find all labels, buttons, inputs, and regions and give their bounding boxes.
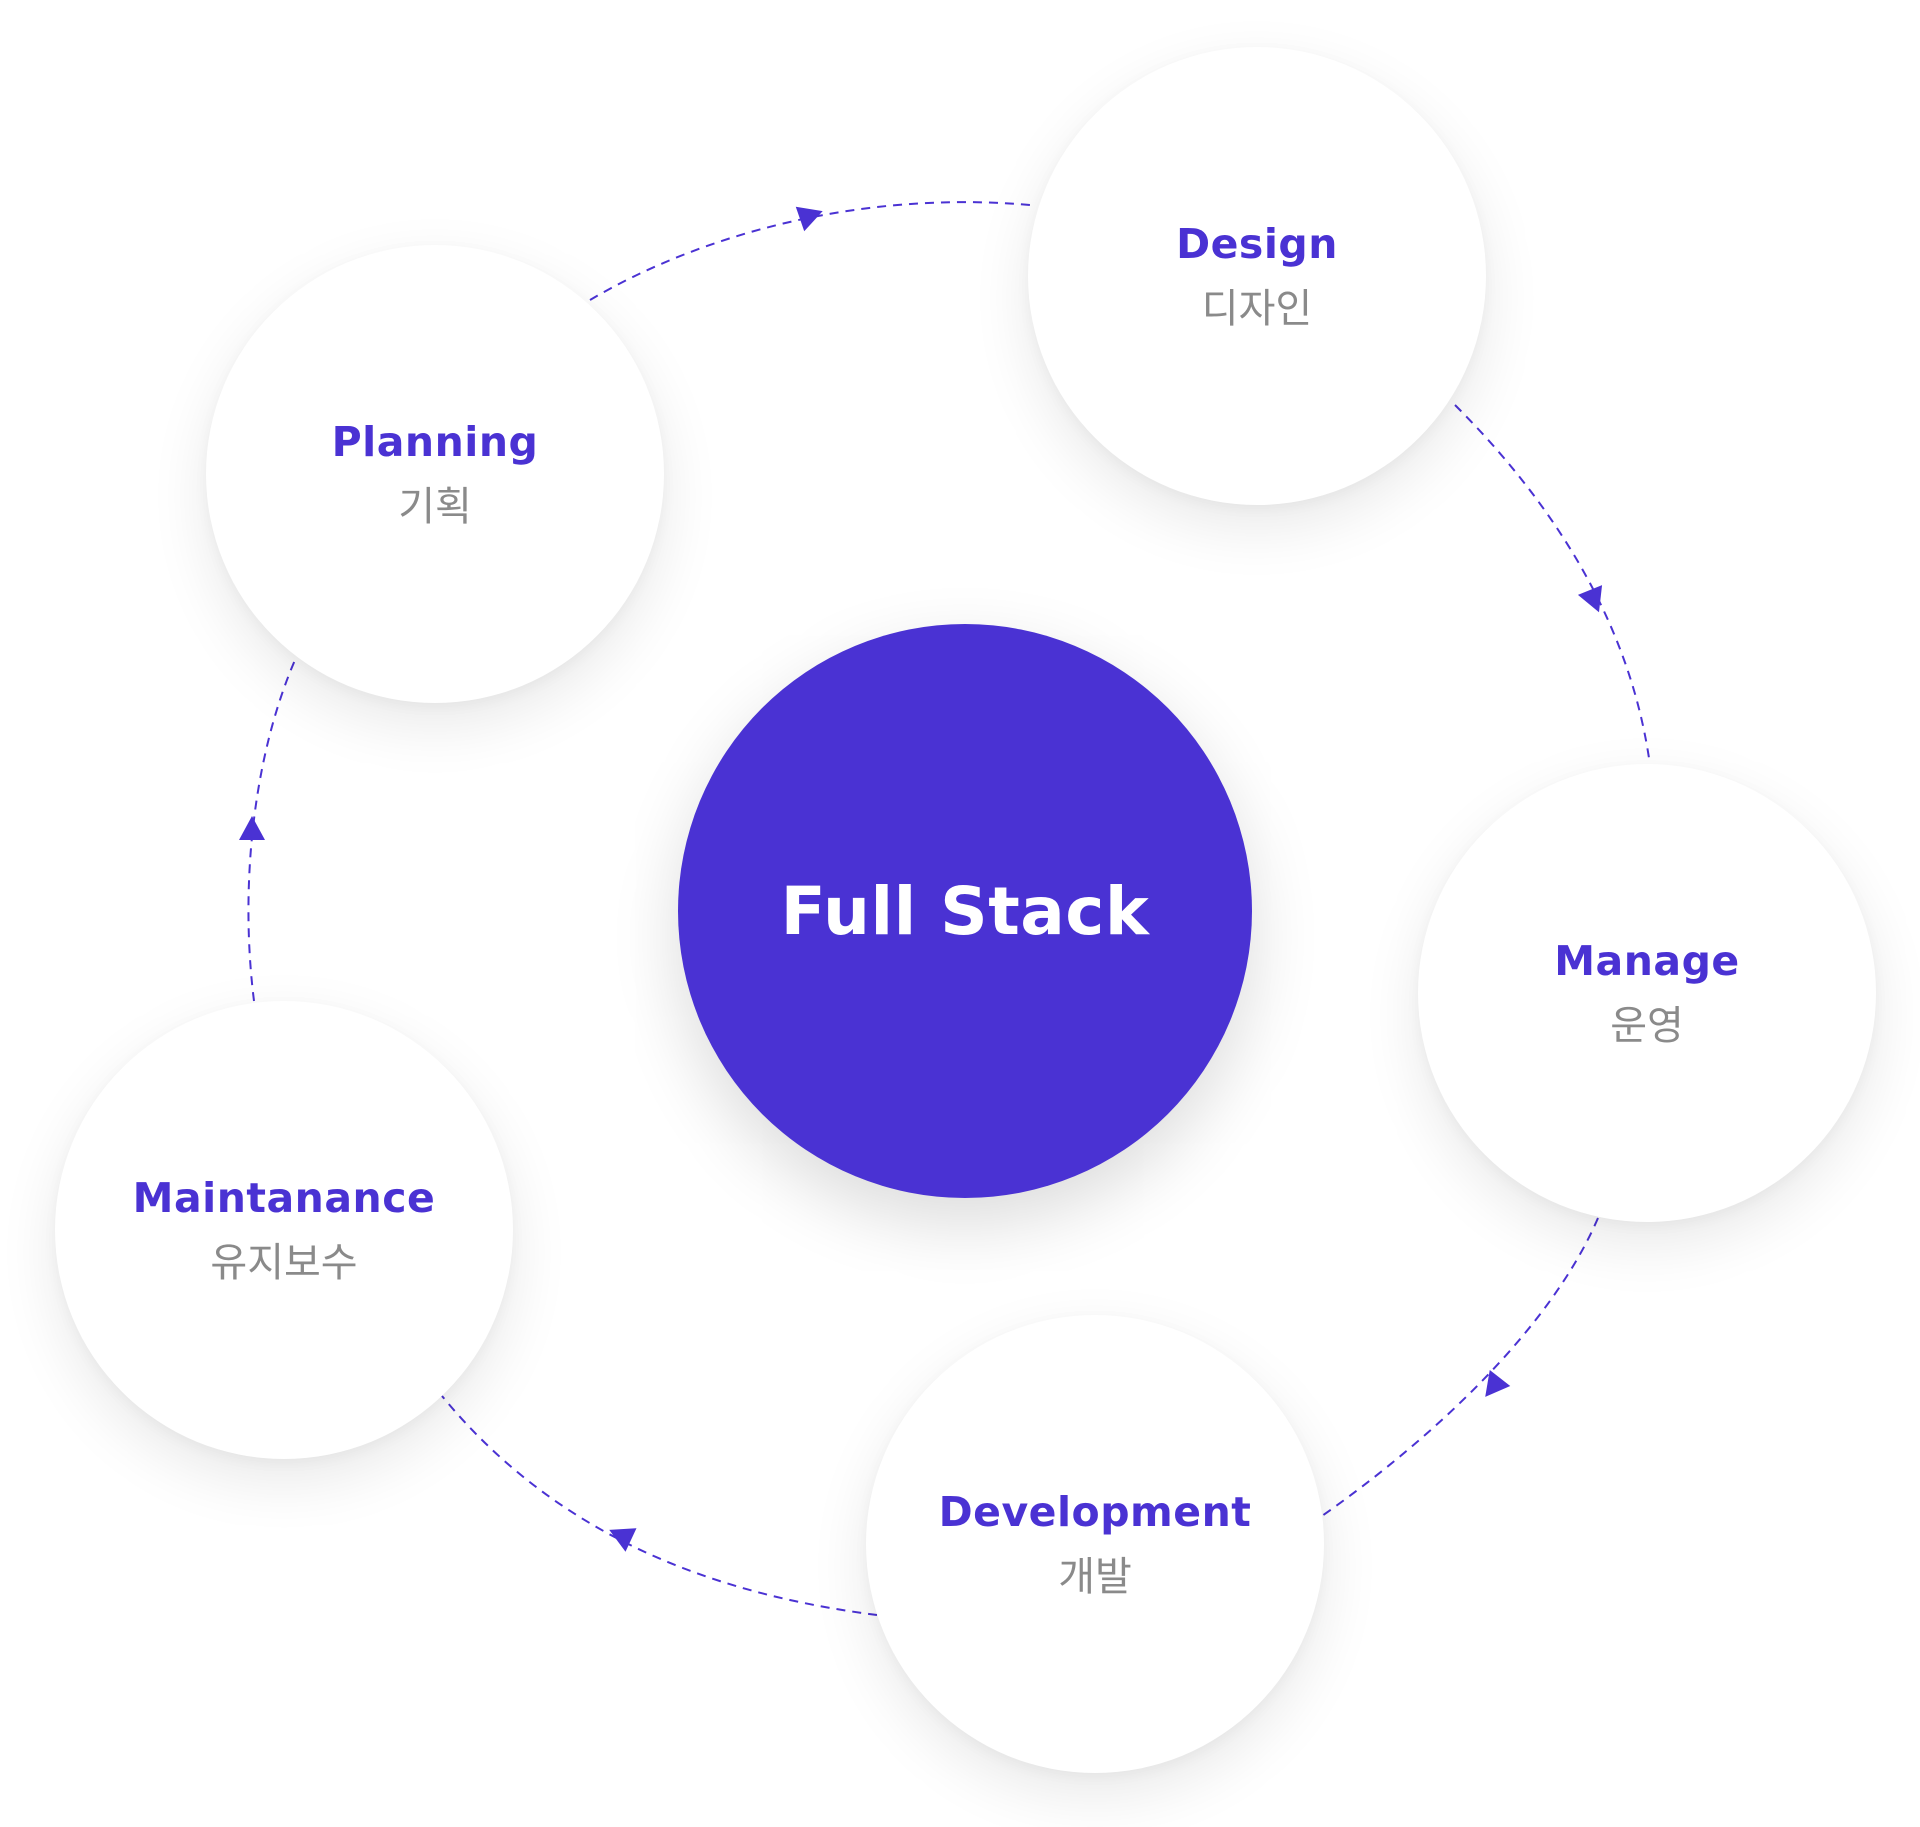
node-title: Manage [1554,936,1740,985]
center-hub: Full Stack [678,624,1252,1198]
triangle-arrow-icon [1485,1369,1511,1397]
triangle-arrow-icon [1577,585,1603,613]
node-design: Design 디자인 [1028,47,1486,505]
center-title: Full Stack [780,872,1150,950]
node-title: Maintanance [132,1173,436,1222]
node-subtitle: 개발 [1058,1553,1132,1600]
node-subtitle: 유지보수 [210,1239,358,1286]
connector-planning-to-design [589,201,1031,301]
node-title: Development [938,1487,1252,1536]
node-maintanance: Maintanance 유지보수 [55,1001,513,1459]
node-planning: Planning 기획 [206,245,664,703]
triangle-arrow-icon [239,816,265,840]
node-title: Design [1176,219,1338,268]
node-manage: Manage 운영 [1418,764,1876,1222]
node-title: Planning [331,417,539,466]
node-development: Development 개발 [866,1315,1324,1773]
node-subtitle: 운영 [1610,1002,1684,1049]
connector-development-to-maintanance [441,1395,878,1616]
node-subtitle: 기획 [398,483,472,530]
triangle-arrow-icon [795,206,823,232]
node-subtitle: 디자인 [1201,285,1313,332]
connector-manage-to-development [1321,1217,1599,1517]
triangle-arrow-icon [609,1528,637,1552]
connector-design-to-manage [1454,404,1651,766]
